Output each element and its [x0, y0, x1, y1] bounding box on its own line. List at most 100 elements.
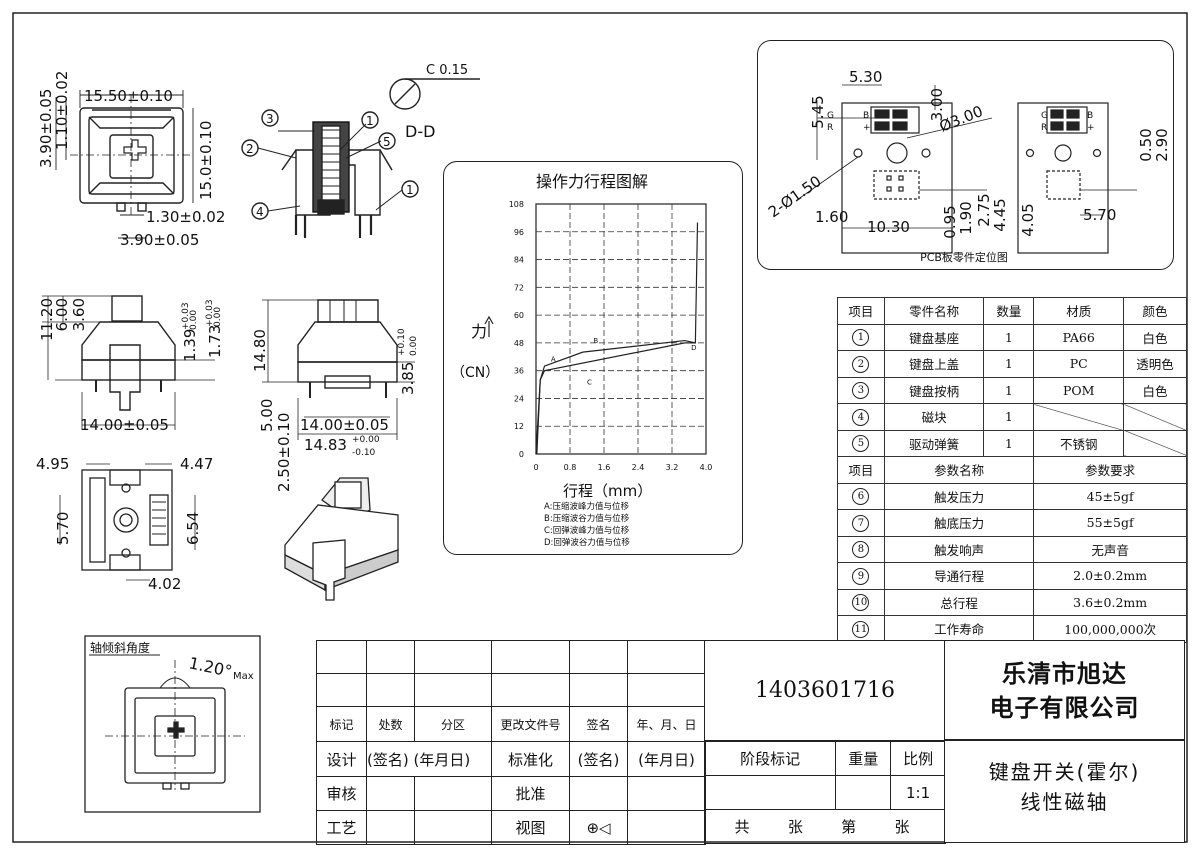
legend-entry: C:回弹波峰力值与位移 [544, 525, 630, 536]
parts-header: 项目 [837, 297, 885, 325]
dim-front-b: 5.00 [258, 399, 276, 432]
dim-front-width: 14.00±0.05 [300, 416, 389, 434]
dim-top-height: 15.0±0.10 [197, 121, 215, 200]
y-tick-label: 0 [519, 450, 524, 459]
dim-front-a: 3.85 [399, 362, 417, 395]
part-callout-4: 4 [256, 205, 264, 219]
weight-label: 重量 [835, 740, 892, 776]
part-color: 透明色 [1123, 350, 1187, 378]
plot-frame [535, 203, 707, 455]
part-qty: 1 [983, 376, 1035, 404]
x-tick-label: 3.2 [666, 463, 679, 472]
param-value: 100,000,000次 [1033, 615, 1187, 643]
item-number: 10 [852, 594, 870, 612]
revision-block: 标记 处数 分区 更改文件号 签名 年、月、日 设计 (签名) (年月日) 标准… [316, 640, 706, 845]
pcb-dim-l: 0.50 [1137, 128, 1155, 161]
dim-front-total-tol-low: -0.10 [352, 448, 376, 458]
y-tick-label: 84 [514, 256, 524, 265]
part-callout-3: 3 [266, 112, 274, 126]
rev-header: 分区 [414, 706, 492, 742]
dim-front-a-tol-low: 0.00 [409, 336, 419, 356]
param-value: 3.6±0.2mm [1033, 588, 1187, 616]
chart-panel [443, 161, 743, 555]
pcb-dim-n: 4.05 [1019, 203, 1037, 236]
param-value: 2.0±0.2mm [1033, 562, 1187, 590]
standardize-label: 标准化 [491, 741, 570, 777]
param-value: 无声音 [1033, 535, 1187, 563]
dim-side-d-tol-up: +0.03 [181, 302, 191, 330]
param-name: 触底压力 [883, 509, 1035, 537]
dim-top-a: 3.90±0.05 [37, 89, 55, 168]
tilt-max: Max [233, 671, 254, 682]
part-material: PC [1033, 350, 1125, 378]
dim-side-e-tol-low: 0.00 [213, 307, 223, 327]
x-tick-label: 1.6 [598, 463, 611, 472]
side-view [42, 295, 215, 430]
product-line-2: 线性磁轴 [1020, 790, 1109, 814]
chart-title: 操作力行程图解 [536, 172, 648, 191]
item-number: 2 [852, 355, 870, 373]
y-arrow-head [484, 315, 494, 325]
series-line-2 [535, 339, 696, 455]
item-number: 4 [852, 408, 870, 426]
dim-side-e-tol-up: +0.03 [205, 299, 215, 327]
dim-front-a-tol-up: +0.10 [397, 328, 407, 356]
sheets-label: 张 [787, 818, 809, 836]
chart-grid [535, 203, 707, 455]
x-tick-label: 2.4 [632, 463, 645, 472]
item-number: 9 [852, 567, 870, 585]
y-tick-label: 96 [514, 228, 524, 237]
dim-front-total-tol-up: +0.00 [352, 435, 380, 445]
parts-header-row: 项目 零件名称 数量 材质 颜色 [837, 297, 1187, 325]
dim-top-b: 1.10±0.02 [53, 71, 71, 150]
part-color-empty [1123, 429, 1187, 457]
dim-side-width: 14.00±0.05 [80, 416, 169, 434]
pcb2-pad-plus: + [1087, 123, 1095, 133]
dim-side-a: 11.20 [38, 298, 56, 341]
part-color: 白色 [1123, 323, 1187, 351]
legend-entry: B:压缩波谷力值与位移 [544, 513, 630, 524]
legend-entry: A:压缩波峰力值与位移 [544, 501, 630, 512]
dim-bottom-d: 6.54 [184, 512, 202, 545]
rev-header: 处数 [366, 706, 415, 742]
craft-label: 工艺 [316, 810, 367, 845]
pcb-pad-b: B [863, 111, 869, 121]
total-label: 共 [734, 818, 756, 836]
part-color-empty [1123, 403, 1187, 431]
pcb2-pad-b: B [1087, 111, 1093, 121]
projection-symbol: ⊕◁ [569, 810, 628, 845]
y-tick-label: 48 [514, 339, 524, 348]
pcb-dim-f: 1.60 [815, 208, 848, 226]
params-header-row: 项目 参数名称 参数要求 [837, 456, 1187, 484]
dim-side-d-tol-low: 0.00 [189, 310, 199, 330]
tilt-box [84, 635, 261, 813]
chamfer-note: C 0.15 [426, 63, 468, 78]
x-tick-label: 0 [533, 463, 538, 472]
chart-legend: A:压缩波峰力值与位移B:压缩波谷力值与位移C:回弹波峰力值与位移D:回弹波谷力… [544, 501, 630, 548]
part-material-empty [1033, 403, 1125, 431]
chart-xlabel: 行程（mm） [563, 482, 652, 500]
part-qty: 1 [983, 350, 1035, 378]
company-line-2: 电子有限公司 [989, 694, 1140, 722]
drawing-number: 1403601716 [755, 678, 895, 703]
legend-entry: D:回弹波谷力值与位移 [544, 537, 630, 548]
product-line-1: 键盘开关(霍尔) [988, 760, 1141, 784]
sheet-no-label: 第 [841, 818, 863, 836]
item-number: 1 [852, 329, 870, 347]
dim-side-d: 1.39 [181, 329, 199, 362]
part-name: 键盘基座 [883, 323, 985, 351]
y-tick-label: 108 [509, 200, 524, 209]
pcb-dim-o: 5.70 [1083, 206, 1116, 224]
dim-front-c: 2.50±0.10 [275, 413, 293, 492]
pcb-dim-h: 0.95 [941, 205, 959, 238]
part-callout-5: 5 [383, 135, 391, 149]
